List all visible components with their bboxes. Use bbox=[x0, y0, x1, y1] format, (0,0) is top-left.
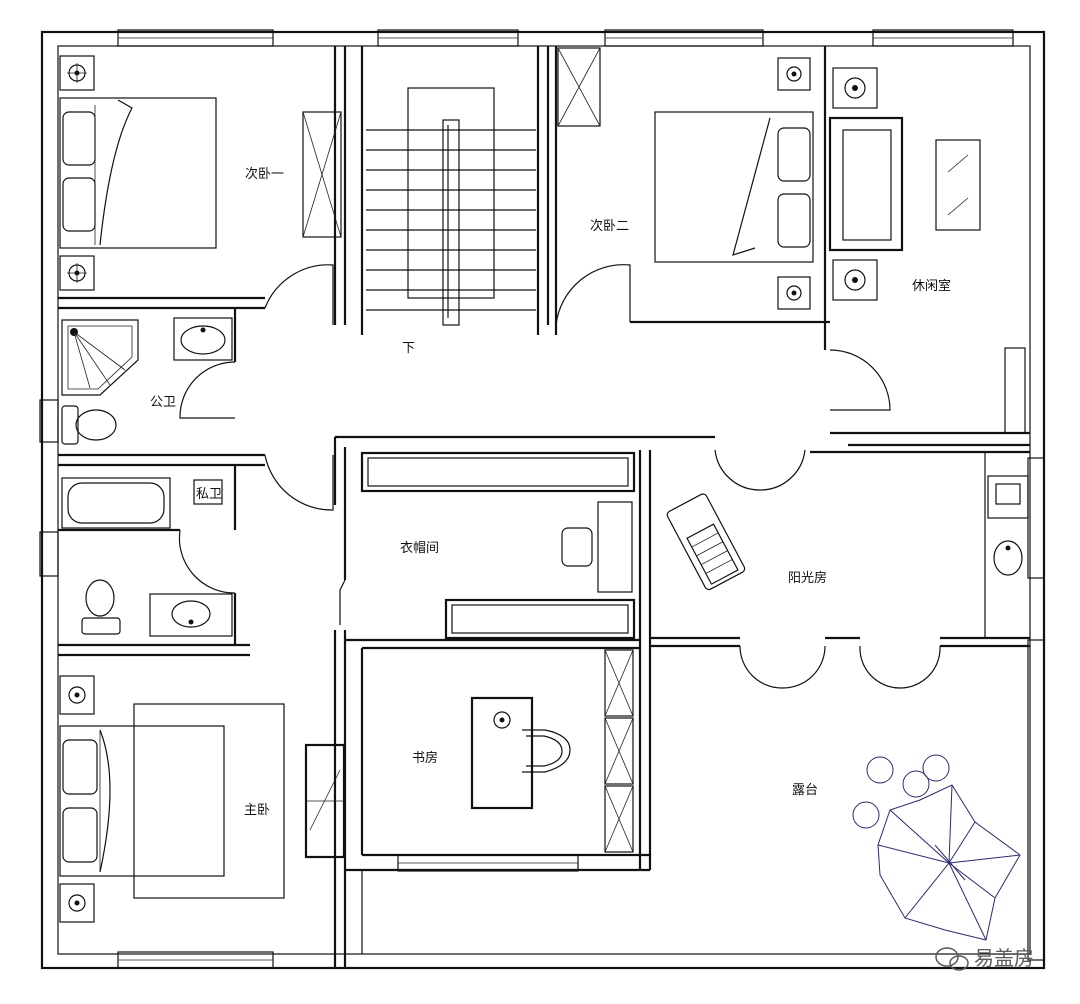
study-furniture bbox=[397, 649, 634, 872]
master-bedroom-furniture bbox=[59, 675, 346, 923]
cloakroom-furniture bbox=[360, 451, 636, 640]
watermark-text: 易盖房 bbox=[974, 946, 1034, 970]
room-label-terrace: 露台 bbox=[792, 783, 818, 798]
room-label-lounge: 休闲室 bbox=[912, 278, 951, 294]
lounge-furniture bbox=[828, 67, 1026, 434]
staircase: 下 bbox=[366, 87, 536, 356]
stair-down-label: 下 bbox=[402, 341, 415, 356]
bedroom2-furniture bbox=[59, 97, 342, 249]
interior-walls bbox=[58, 46, 1030, 968]
wechat-icon bbox=[935, 947, 969, 971]
outer-walls bbox=[40, 30, 1046, 970]
windows bbox=[39, 29, 1045, 969]
room-label-private-bath: 私卫 bbox=[196, 487, 222, 502]
room-label-master-bedroom: 主卧 bbox=[244, 803, 270, 818]
room-label-bedroom3: 次卧二 bbox=[590, 218, 629, 234]
bedroom3-furniture bbox=[557, 47, 814, 310]
room-label-bedroom2: 次卧一 bbox=[245, 166, 284, 182]
private-bath-fixtures bbox=[61, 477, 233, 637]
room-label-cloakroom: 衣帽间 bbox=[400, 540, 439, 556]
room-label-public-bath: 公卫 bbox=[150, 395, 176, 410]
room-label-study: 书房 bbox=[412, 750, 438, 766]
wall-outlet-icon bbox=[59, 55, 95, 291]
terrace-furniture bbox=[852, 754, 1021, 941]
room-label-sunroom: 阳光房 bbox=[788, 570, 827, 586]
public-bath-fixtures bbox=[61, 317, 233, 445]
sunroom-furniture bbox=[666, 475, 1029, 591]
watermark: 易盖房 bbox=[935, 946, 1034, 971]
doors bbox=[178, 264, 941, 689]
